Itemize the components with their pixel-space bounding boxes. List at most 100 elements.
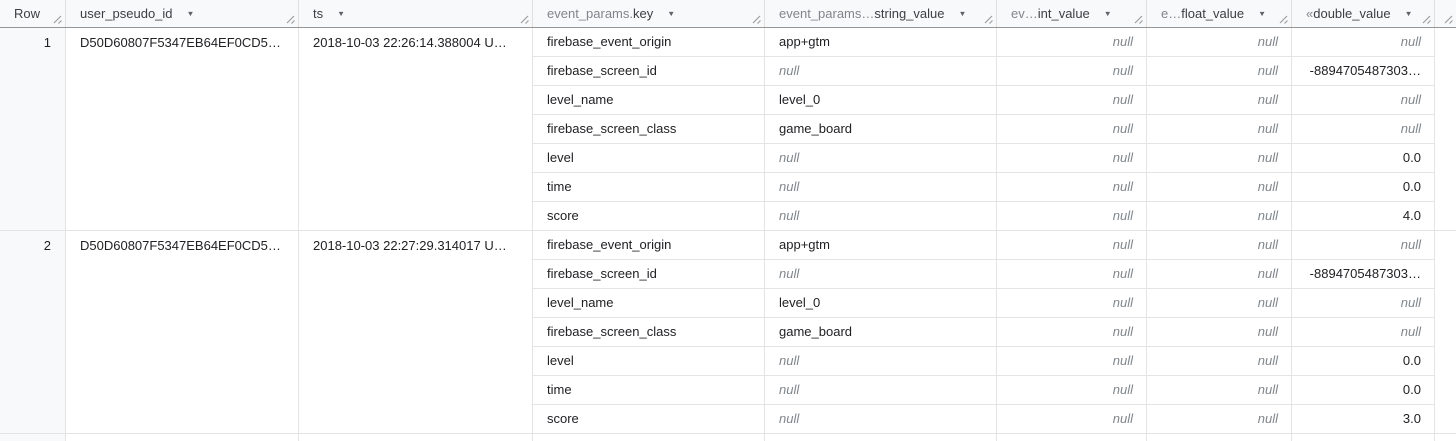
resize-handle-icon[interactable] [285,14,295,24]
float-value-cell: null [1147,289,1292,317]
row-number [0,434,66,441]
column-menu-icon[interactable]: ▼ [186,9,195,18]
column-header-event-params-key: event_params.key ▼ [533,0,765,27]
float-value-cell: null [1147,318,1292,346]
user-pseudo-id-cell [66,434,299,441]
param-key-cell [533,434,765,441]
param-row: firebase_event_origin app+gtm null null … [533,231,1435,260]
resize-handle-icon[interactable] [751,14,761,24]
float-value-cell: null [1147,202,1292,230]
column-menu-icon[interactable]: ▼ [1103,9,1112,18]
double-value-cell: null [1292,115,1435,143]
param-row: firebase_screen_class game_board null nu… [533,318,1435,347]
string-value-cell: null [765,260,997,288]
resize-handle-icon[interactable] [1443,14,1453,24]
column-menu-icon[interactable]: ▼ [1404,9,1413,18]
bottom-partial-row [0,434,1456,441]
string-value-cell: null [765,376,997,404]
float-value-cell: null [1147,28,1292,56]
column-header-float-value: e…float_value ▼ [1147,0,1292,27]
param-key-cell: firebase_screen_id [533,260,765,288]
param-key-cell: firebase_event_origin [533,28,765,56]
param-key-cell: level [533,347,765,375]
column-menu-icon[interactable]: ▼ [337,9,346,18]
double-value-cell: 0.0 [1292,173,1435,201]
string-value-cell: app+gtm [765,28,997,56]
resize-handle-icon[interactable] [1133,14,1143,24]
param-row: time null null null 0.0 [533,376,1435,405]
column-header-prefix: event_params… [779,6,875,21]
param-row: time null null null 0.0 [533,173,1435,202]
double-value-cell: 4.0 [1292,202,1435,230]
param-key-cell: firebase_screen_class [533,318,765,346]
user-pseudo-id-cell: D50D60807F5347EB64EF0CD5… [66,28,299,230]
ts-cell: 2018-10-03 22:27:29.314017 U… [299,231,533,433]
param-row: level null null null 0.0 [533,144,1435,173]
float-value-cell: null [1147,173,1292,201]
param-key-cell: level_name [533,86,765,114]
table-row: 1 D50D60807F5347EB64EF0CD5… 2018-10-03 2… [0,28,1456,231]
param-row: firebase_screen_id null null null -88947… [533,260,1435,289]
float-value-cell [1147,434,1292,441]
column-menu-icon[interactable]: ▼ [667,9,676,18]
string-value-cell: null [765,202,997,230]
column-header-label: ts [313,6,324,21]
int-value-cell: null [997,347,1147,375]
int-value-cell: null [997,173,1147,201]
column-header-prefix: event_params. [547,6,633,21]
string-value-cell: game_board [765,318,997,346]
param-key-cell: time [533,173,765,201]
column-menu-icon[interactable]: ▼ [958,9,967,18]
int-value-cell: null [997,260,1147,288]
column-header-double-value: «double_value ▼ [1292,0,1435,27]
string-value-cell: null [765,144,997,172]
param-key-cell: level [533,144,765,172]
float-value-cell: null [1147,376,1292,404]
resize-handle-icon[interactable] [52,14,62,24]
column-header-label: float_value [1181,6,1245,21]
resize-handle-icon[interactable] [1421,14,1431,24]
double-value-cell: -8894705487303… [1292,260,1435,288]
int-value-cell: null [997,289,1147,317]
param-key-cell: firebase_screen_class [533,115,765,143]
column-header-label: Row [14,6,41,21]
int-value-cell: null [997,376,1147,404]
string-value-cell: null [765,173,997,201]
double-value-cell: -8894705487303… [1292,57,1435,85]
resize-handle-icon[interactable] [983,14,993,24]
double-value-cell [1292,434,1435,441]
param-row: level_name level_0 null null null [533,86,1435,115]
double-value-cell: null [1292,28,1435,56]
string-value-cell: null [765,57,997,85]
groups: 1 D50D60807F5347EB64EF0CD5… 2018-10-03 2… [0,28,1456,434]
double-value-cell: null [1292,86,1435,114]
int-value-cell: null [997,318,1147,346]
table-header: Row user_pseudo_id ▼ ts ▼ event_params.k… [0,0,1456,28]
int-value-cell: null [997,144,1147,172]
column-header-label: string_value [874,6,945,21]
column-menu-icon[interactable]: ▼ [1258,9,1267,18]
ts-cell: 2018-10-03 22:26:14.388004 U… [299,28,533,230]
string-value-cell: app+gtm [765,231,997,259]
param-key-cell: score [533,405,765,433]
column-header-prefix: e… [1161,6,1182,21]
string-value-cell: null [765,347,997,375]
column-header-int-value: ev… int_value ▼ [997,0,1147,27]
string-value-cell: level_0 [765,289,997,317]
param-row: score null null null 4.0 [533,202,1435,230]
column-header-prefix: ev… [1011,6,1038,21]
int-value-cell: null [997,86,1147,114]
param-key-cell: score [533,202,765,230]
string-value-cell: level_0 [765,86,997,114]
int-value-cell: null [997,405,1147,433]
float-value-cell: null [1147,57,1292,85]
int-value-cell: null [997,28,1147,56]
resize-handle-icon[interactable] [519,14,529,24]
table-row: 2 D50D60807F5347EB64EF0CD5… 2018-10-03 2… [0,231,1456,434]
resize-handle-icon[interactable] [1278,14,1288,24]
double-value-cell: 0.0 [1292,144,1435,172]
double-value-cell: null [1292,318,1435,346]
float-value-cell: null [1147,231,1292,259]
double-value-cell: 0.0 [1292,347,1435,375]
